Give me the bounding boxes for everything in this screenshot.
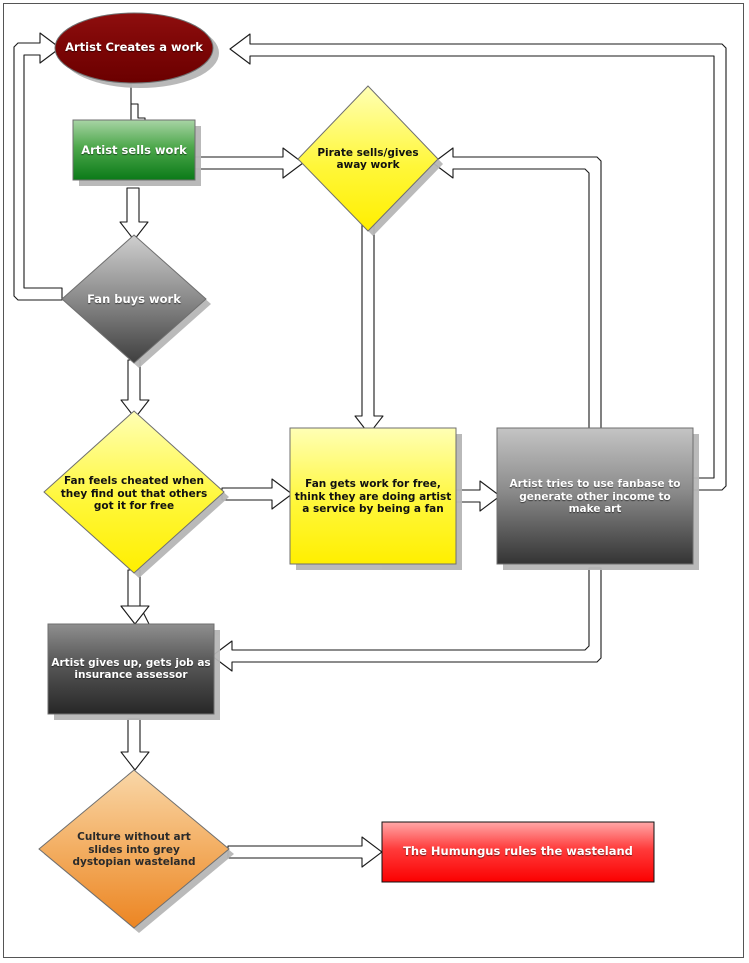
edge-cheated-to-fanfree xyxy=(221,478,293,510)
node-artist-fanbase[interactable] xyxy=(496,427,694,565)
node-pirate-sells[interactable] xyxy=(297,85,439,232)
node-culture-wasteland[interactable] xyxy=(38,769,230,929)
edge-fanbase-to-pirate xyxy=(432,147,602,435)
edge-sells-to-pirate xyxy=(191,147,304,179)
edge-fanbuys-to-cheated xyxy=(120,359,150,419)
node-artist-sells[interactable] xyxy=(72,119,196,181)
node-fan-free[interactable] xyxy=(289,427,457,565)
node-humungus[interactable] xyxy=(381,821,655,883)
node-artist-gives-up[interactable] xyxy=(47,623,215,715)
edge-pirate-to-fanfree xyxy=(354,221,384,435)
edge-fanbase-to-givesup xyxy=(211,567,602,672)
node-fan-cheated[interactable] xyxy=(43,410,225,574)
edge-fanbase-to-creates xyxy=(229,33,727,491)
edge-givesup-to-culture xyxy=(120,718,150,771)
edge-culture-to-humungus xyxy=(227,836,383,868)
edge-fanbuys-to-creates xyxy=(13,32,63,301)
edge-cheated-to-givesup-head xyxy=(120,605,150,625)
node-artist-creates[interactable] xyxy=(54,12,214,84)
edge-sells-to-fanbuys xyxy=(119,187,149,241)
node-fan-buys[interactable] xyxy=(61,234,207,364)
